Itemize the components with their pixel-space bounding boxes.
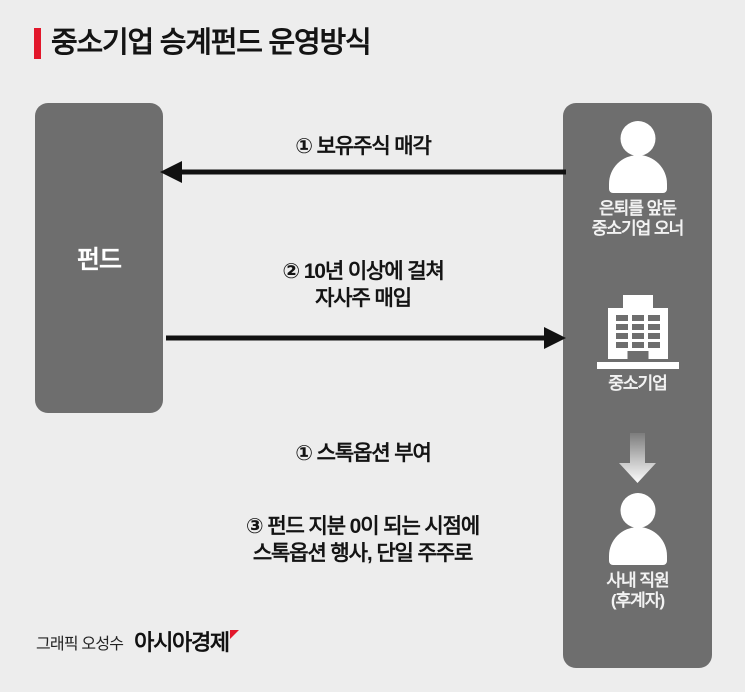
footer-credit: 그래픽 오성수 아시아경제 bbox=[36, 630, 239, 655]
person-body-shape bbox=[608, 155, 667, 193]
node-successor-label: 사내 직원 (후계자) bbox=[606, 571, 669, 611]
node-owner: 은퇴를 앞둔 중소기업 오너 bbox=[563, 121, 712, 239]
title-text: 중소기업 승계펀드 운영방식 bbox=[51, 27, 372, 59]
note-1-label: ① 스톡옵션 부여 bbox=[295, 442, 432, 465]
flow-2-arrow-right-icon bbox=[166, 327, 566, 349]
building-roof-shape bbox=[622, 295, 653, 308]
person-head-shape bbox=[620, 121, 655, 156]
person-body-shape bbox=[608, 527, 667, 565]
arrow-down-icon bbox=[563, 433, 712, 485]
flow-1-label: ① 보유주식 매각 bbox=[295, 135, 432, 158]
page-title: 중소기업 승계펀드 운영방식 bbox=[34, 27, 372, 59]
flow-2-label: ② 10년 이상에 걸쳐 자사주 매입 bbox=[282, 260, 444, 311]
brand-name: 아시아경제 bbox=[134, 630, 230, 655]
building-icon bbox=[596, 295, 679, 369]
fund-node-label: 펀드 bbox=[76, 246, 122, 274]
brand-logo: 아시아경제 bbox=[134, 630, 239, 655]
person-icon bbox=[605, 493, 671, 565]
brand-triangle-icon bbox=[229, 630, 239, 639]
title-accent-bar bbox=[34, 28, 41, 59]
fund-node: 펀드 bbox=[35, 103, 163, 413]
building-door-shape bbox=[627, 351, 648, 362]
node-successor: 사내 직원 (후계자) bbox=[563, 493, 712, 611]
node-company-label: 중소기업 bbox=[608, 374, 668, 393]
node-owner-label: 은퇴를 앞둔 중소기업 오너 bbox=[591, 199, 685, 239]
credit-author: 그래픽 오성수 bbox=[36, 636, 124, 654]
flow-1-arrow-left-icon bbox=[160, 161, 566, 183]
note-3-label: ③ 펀드 지분 0이 되는 시점에 스톡옵션 행사, 단일 주주로 bbox=[245, 515, 480, 566]
building-windows-grid bbox=[615, 315, 660, 348]
person-icon bbox=[605, 121, 671, 193]
right-column-panel: 은퇴를 앞둔 중소기업 오너 중소기업 bbox=[563, 103, 712, 668]
node-company: 중소기업 bbox=[563, 295, 712, 394]
person-head-shape bbox=[620, 493, 655, 528]
building-base-shape bbox=[596, 362, 679, 369]
